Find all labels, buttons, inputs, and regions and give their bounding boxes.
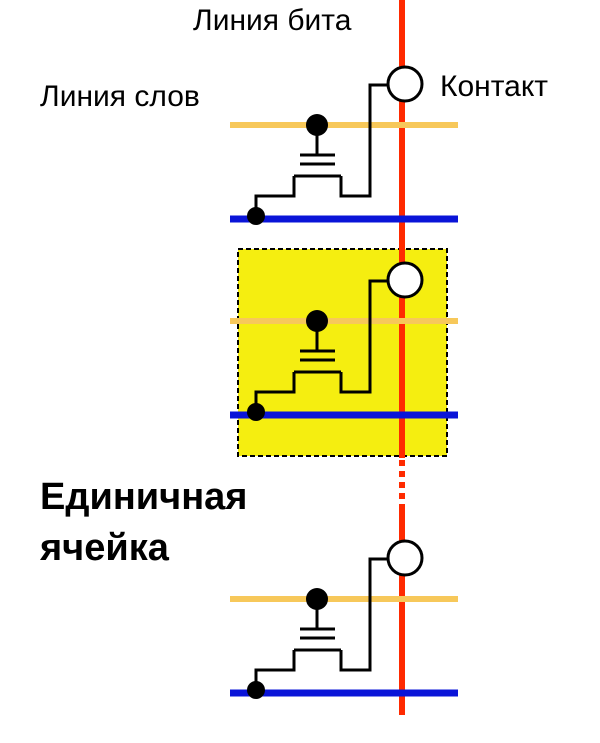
contact-node	[386, 65, 424, 103]
drain-wire	[339, 83, 391, 198]
source-wire	[254, 650, 296, 690]
cell-middle	[230, 261, 458, 421]
ground-node	[247, 403, 265, 421]
unit-cell-label-line2: ячейка	[39, 527, 170, 569]
gate-node	[306, 588, 328, 610]
word-line-label: Линия слов	[40, 80, 200, 113]
gate-node	[306, 114, 328, 136]
cell-bottom	[230, 539, 458, 699]
cell-top	[230, 65, 458, 225]
unit-cell-label-line1: Единичная	[40, 476, 247, 518]
source-wire	[254, 372, 296, 412]
contact-node	[386, 261, 424, 299]
source-wire	[254, 176, 296, 216]
drain-wire	[339, 557, 391, 672]
ground-node	[247, 207, 265, 225]
gate-node	[306, 310, 328, 332]
ground-node	[247, 681, 265, 699]
bit-line-label: Линия бита	[193, 4, 352, 37]
drain-wire	[339, 279, 391, 394]
contact-node	[386, 539, 424, 577]
contact-label: Контакт	[440, 70, 548, 103]
